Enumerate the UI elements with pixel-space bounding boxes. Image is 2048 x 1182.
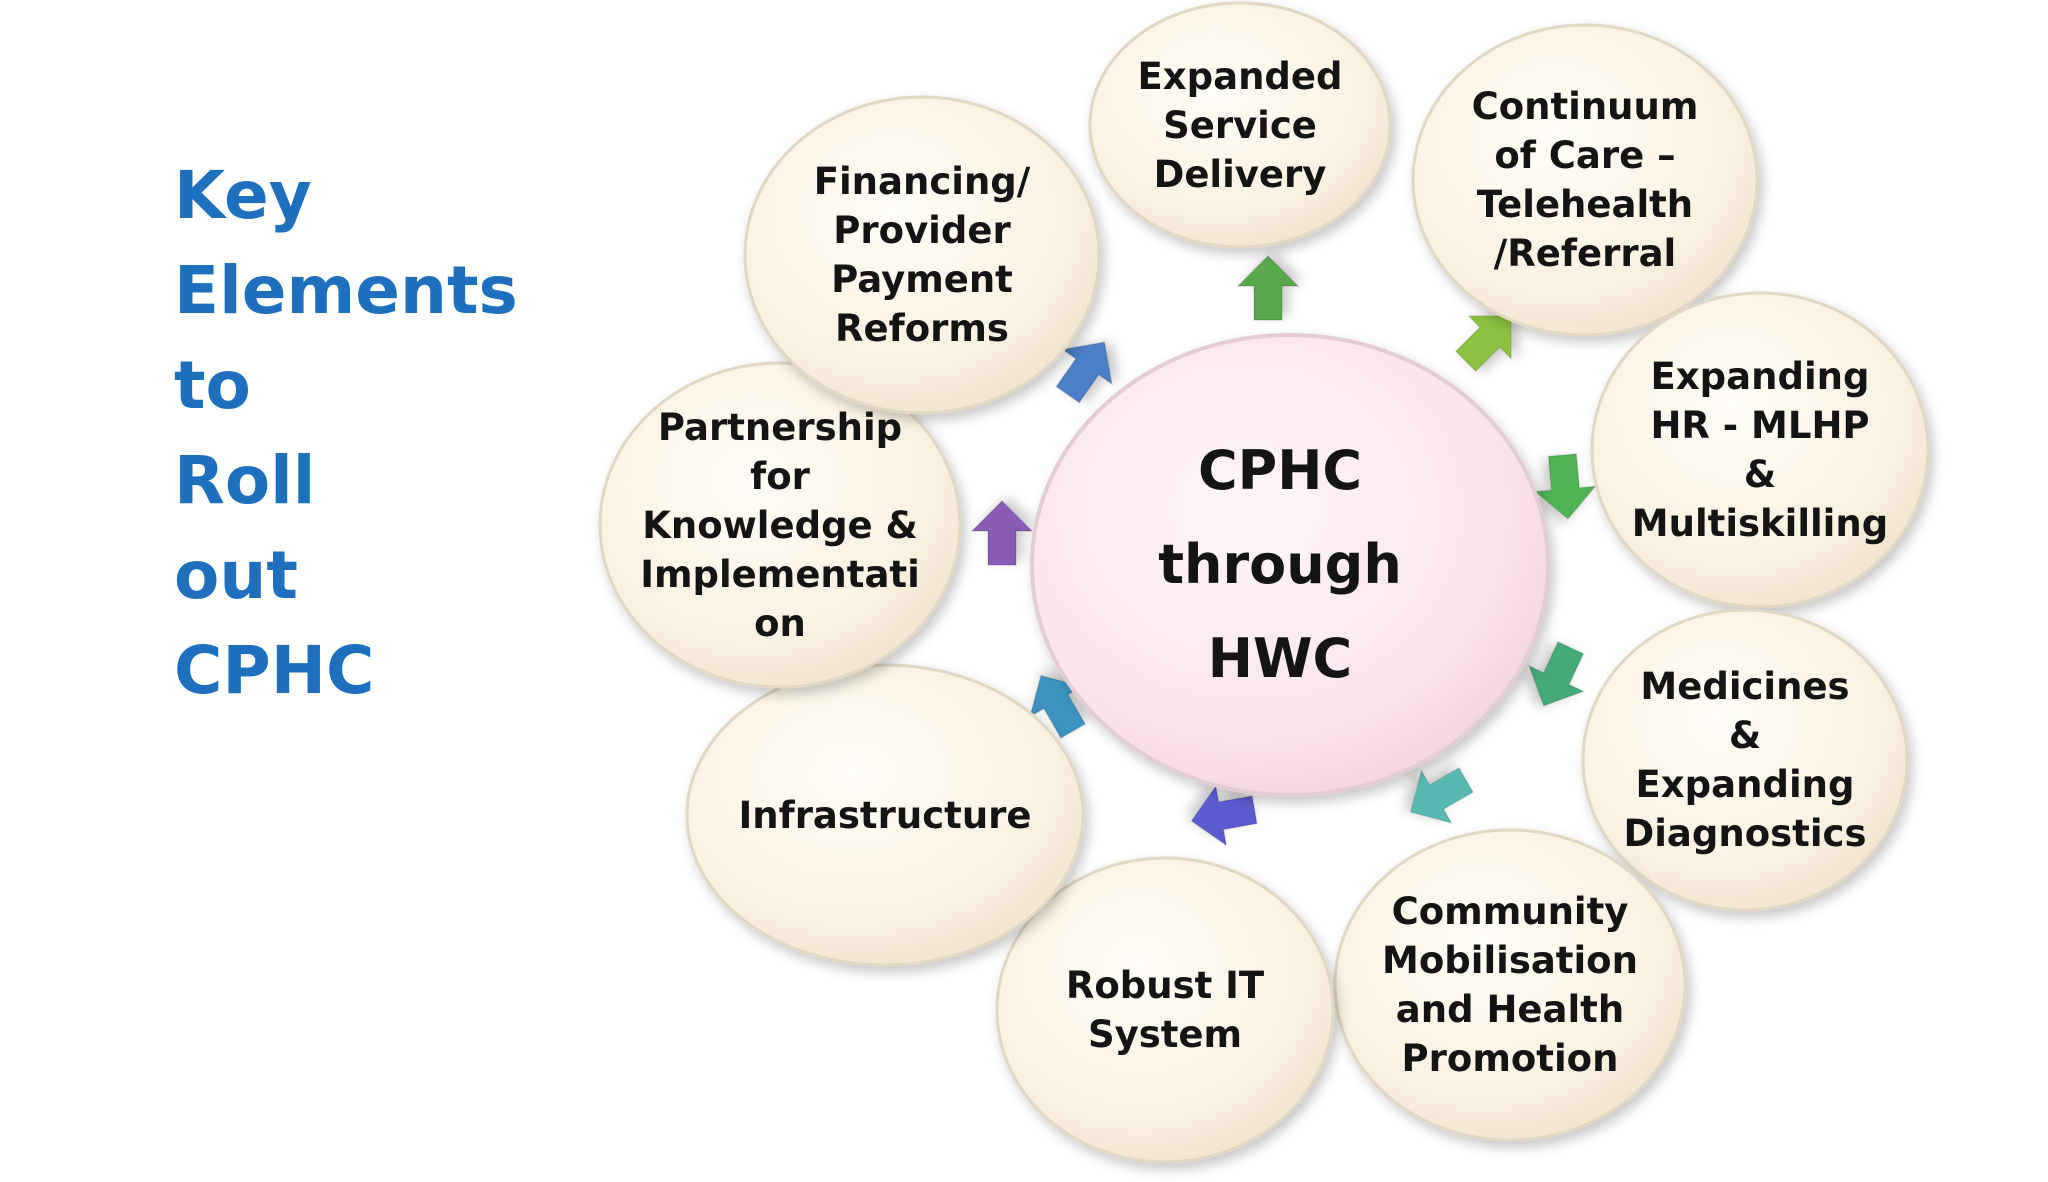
node-continuum-of-care xyxy=(1411,23,1759,337)
node-label-line: Continuum xyxy=(1471,85,1699,128)
flow-arrow-shape xyxy=(1190,784,1258,847)
node-label-line: Partnership xyxy=(657,405,903,449)
flow-arrow-shape xyxy=(1454,315,1512,373)
node-label-line: on xyxy=(754,601,806,645)
flow-arrow xyxy=(1028,674,1087,740)
node-label-line: Diagnostics xyxy=(1623,812,1867,855)
node-label-expanding-hr: Expanding HR - MLHP & Multiskilling xyxy=(1592,293,1928,607)
flow-arrow-shape xyxy=(970,499,1034,566)
node-infrastructure xyxy=(685,663,1085,967)
center-label: CPHC through HWC xyxy=(1022,335,1538,795)
node-expanding-hr xyxy=(1590,291,1930,609)
node-label-line: Financing/ xyxy=(813,160,1031,203)
node-label-line: Infrastructure xyxy=(738,793,1032,837)
node-label-line: Provider xyxy=(833,209,1011,252)
title-line: Roll xyxy=(174,442,316,519)
flow-arrow xyxy=(1055,341,1113,404)
node-label-line: Payment xyxy=(831,258,1013,301)
flow-arrow xyxy=(1527,640,1586,707)
node-label-line: System xyxy=(1087,1013,1243,1056)
center-layer xyxy=(1030,333,1550,797)
flow-arrow-shape xyxy=(1055,341,1113,404)
node-label-line: Reforms xyxy=(835,307,1009,350)
node-label-line: Implementati xyxy=(640,552,920,596)
node-label-line: Expanded xyxy=(1137,54,1343,98)
node-expanded-service-delivery xyxy=(1088,1,1392,249)
node-robust-it-system xyxy=(995,856,1335,1164)
center-ellipse xyxy=(1030,333,1550,797)
flow-arrow xyxy=(1533,453,1597,520)
arrows-layer xyxy=(970,254,1597,847)
node-label-robust-it-system: Robust IT System xyxy=(997,858,1333,1162)
node-label-line: Multiskilling xyxy=(1631,502,1889,545)
flow-arrow xyxy=(970,499,1034,566)
node-label-line: and Health xyxy=(1395,988,1625,1031)
node-label-line: Community xyxy=(1391,890,1629,933)
node-label-line: Telehealth xyxy=(1476,183,1694,226)
node-label-line: for xyxy=(750,454,810,498)
node-label-line: /Referral xyxy=(1493,232,1677,275)
flow-arrow xyxy=(1236,254,1300,321)
node-label-line: Medicines xyxy=(1640,665,1850,708)
flow-arrow xyxy=(1190,784,1258,847)
center-line: HWC xyxy=(1207,627,1353,690)
flow-arrow xyxy=(1409,766,1475,825)
node-label-line: & xyxy=(1728,714,1762,757)
center-line: through xyxy=(1158,533,1402,596)
node-label-line: HR - MLHP xyxy=(1650,404,1870,447)
center-line: CPHC xyxy=(1197,439,1363,502)
nodes-layer xyxy=(598,1,1930,1164)
title-line: Key xyxy=(174,157,312,234)
flow-arrow xyxy=(1454,315,1512,373)
node-label-line: Expanding xyxy=(1635,763,1855,806)
flow-arrow-shape xyxy=(1028,674,1087,740)
title-line: to xyxy=(174,347,251,424)
flow-arrow-shape xyxy=(1236,254,1300,321)
title-line: Elements xyxy=(174,252,518,329)
node-label-line: Knowledge & xyxy=(642,503,918,547)
node-label-line: Delivery xyxy=(1153,152,1327,196)
node-partnership xyxy=(598,361,962,689)
node-label-line: Robust IT xyxy=(1065,964,1265,1007)
node-financing xyxy=(743,95,1101,415)
slide-title: Key Elements to Roll out CPHC xyxy=(174,148,534,718)
flow-arrow-shape xyxy=(1409,766,1475,825)
node-label-line: Expanding xyxy=(1650,355,1870,398)
node-label-line: Promotion xyxy=(1401,1037,1619,1080)
node-community-mobilisation xyxy=(1333,828,1687,1142)
node-label-continuum-of-care: Continuum of Care – Telehealth/Referral xyxy=(1413,25,1757,335)
node-label-infrastructure: Infrastructure xyxy=(687,665,1083,965)
node-label-line: Service xyxy=(1163,103,1317,147)
flow-arrow-shape xyxy=(1533,453,1597,520)
node-label-line: & xyxy=(1743,453,1777,496)
node-medicines-diagnostics xyxy=(1581,608,1909,912)
title-line: CPHC xyxy=(174,632,375,709)
node-label-line: Mobilisation xyxy=(1382,939,1638,982)
node-label-line: of Care – xyxy=(1494,134,1676,177)
title-line: out xyxy=(174,537,298,614)
flow-arrow-shape xyxy=(1527,640,1586,707)
